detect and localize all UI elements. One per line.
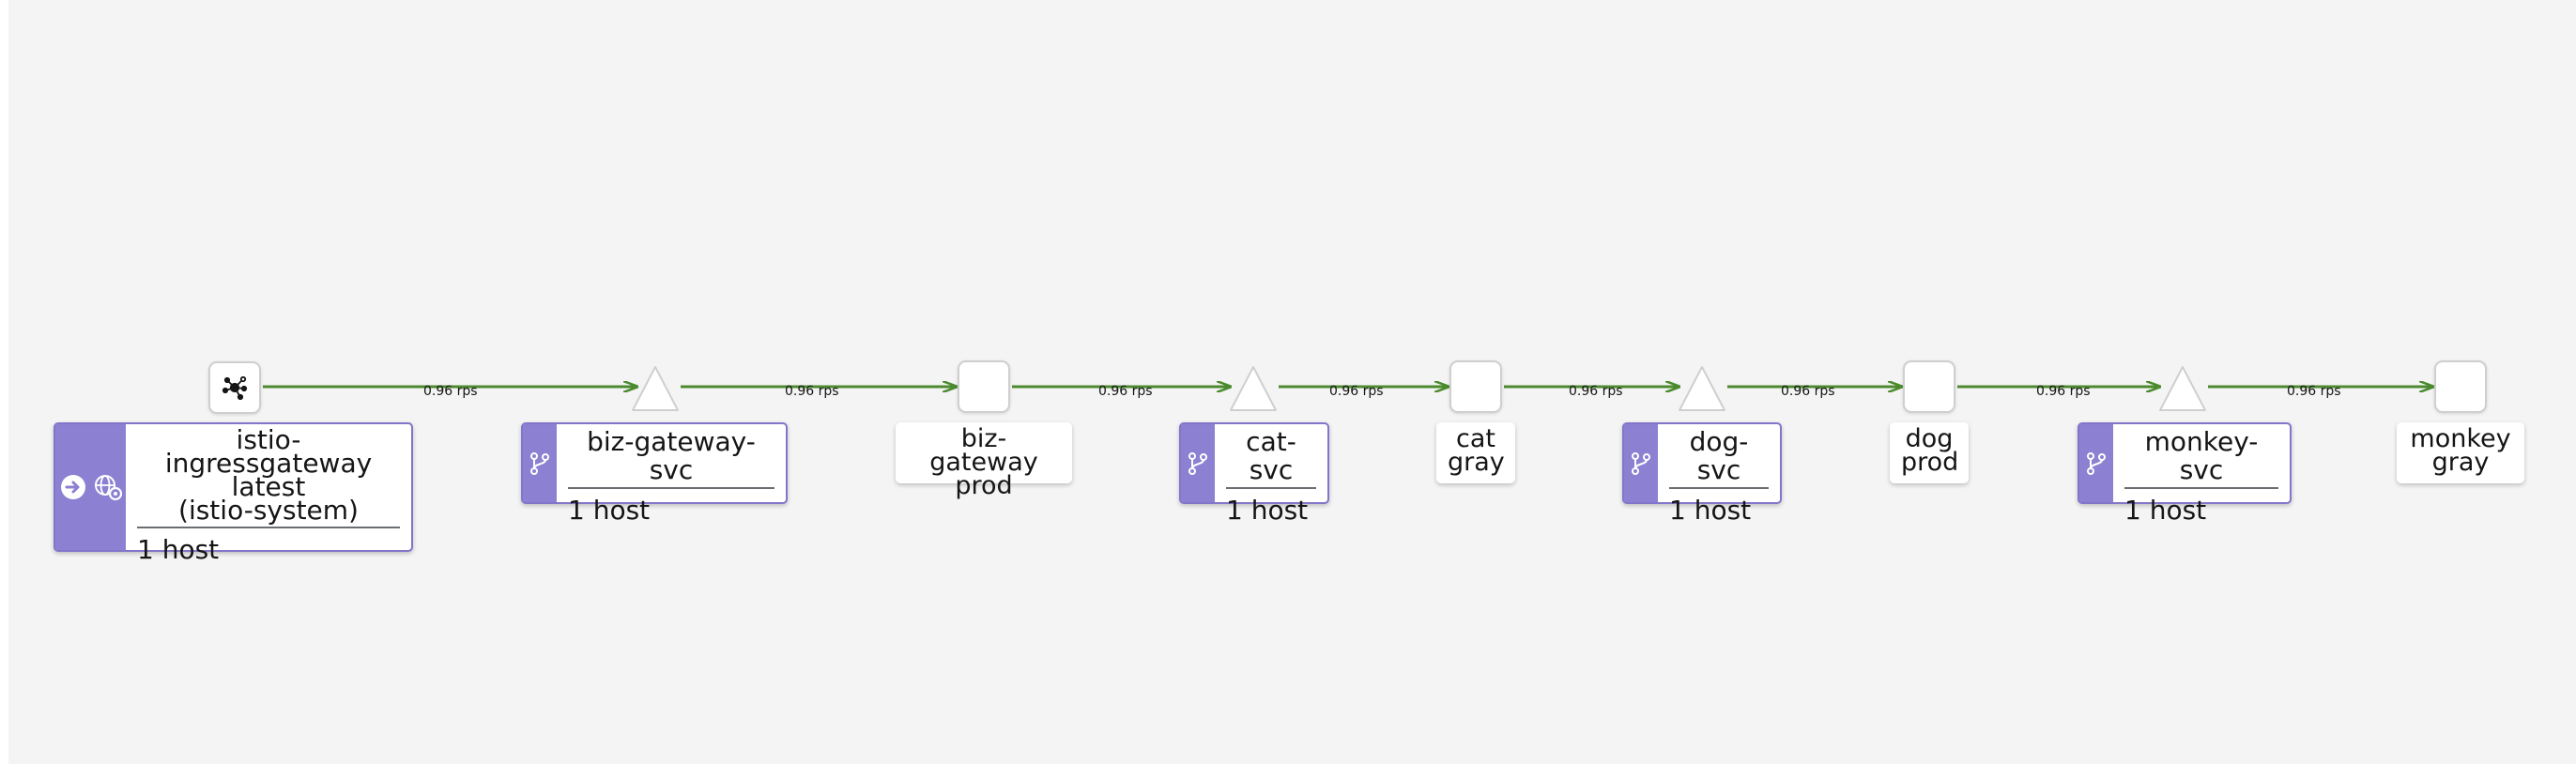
workload-label-dog[interactable]: dog prod [1890,422,1969,483]
service-badge [1624,424,1658,502]
service-label-dog[interactable]: dog-svc 1 host [1622,422,1782,526]
service-node-biz-gateway[interactable] [630,364,681,413]
code-branch-icon [1632,451,1650,475]
workload-node-dog[interactable] [1903,360,1955,413]
service-label-body: dog-svc 1 host [1658,424,1780,526]
service-badge [523,424,557,502]
gateway-label-badge [55,424,126,550]
service-label-body: monkey-svc 1 host [2113,424,2290,526]
left-panel-edge [0,0,8,764]
service-label-monkey[interactable]: monkey-svc 1 host [2078,422,2292,526]
workload-label-biz-gateway[interactable]: biz-gateway prod [896,422,1072,498]
service-name: biz-gateway-svc [568,428,774,489]
edge-label[interactable]: 0.96 rps [1329,384,1384,399]
workload-label-cat[interactable]: cat gray [1436,422,1515,483]
workload-app: cat [1456,424,1495,453]
edge-label[interactable]: 0.96 rps [2287,384,2341,399]
gateway-node[interactable] [208,361,261,414]
service-label-body: biz-gateway-svc 1 host [557,424,786,526]
workload-node-monkey[interactable] [2434,360,2487,413]
service-hosts: 1 host [568,495,651,526]
gateway-label-title: istio-ingressgateway latest (istio-syste… [137,424,400,528]
edge-label[interactable]: 0.96 rps [1569,384,1623,399]
workload-node-cat[interactable] [1449,360,1502,413]
code-branch-icon [1188,451,1207,475]
workload-label-monkey[interactable]: monkey gray [2397,422,2524,483]
workload-node-biz-gateway[interactable] [958,360,1010,413]
service-node-dog[interactable] [1677,364,1727,413]
edge-label[interactable]: 0.96 rps [2036,384,2091,399]
service-hosts: 1 host [1226,495,1309,526]
gateway-namespace: (istio-system) [178,495,359,526]
globe-gear-icon [94,475,122,501]
service-badge [1181,424,1215,502]
service-label-body: cat-svc 1 host [1215,424,1327,526]
service-hosts: 1 host [2124,495,2207,526]
service-node-cat[interactable] [1228,364,1279,413]
edge-label[interactable]: 0.96 rps [423,384,478,399]
code-branch-icon [530,451,549,475]
service-name: monkey-svc [2124,428,2278,489]
gateway-version: latest [231,471,306,502]
edge-label[interactable]: 0.96 rps [1781,384,1835,399]
service-name: dog-svc [1669,428,1769,489]
gateway-label-body: istio-ingressgateway latest (istio-syste… [126,424,411,565]
gateway-name: istio-ingressgateway [164,424,373,479]
gateway-node-icon [222,375,248,401]
gateway-hosts: 1 host [137,534,220,565]
edge-label[interactable]: 0.96 rps [1098,384,1153,399]
gateway-label[interactable]: istio-ingressgateway latest (istio-syste… [54,422,413,565]
workload-app: biz-gateway [929,424,1038,477]
service-hosts: 1 host [1669,495,1752,526]
service-node-monkey[interactable] [2157,364,2208,413]
arrow-right-circle-icon [60,475,85,499]
workload-version: gray [2431,448,2490,477]
workload-app: dog [1905,424,1954,453]
service-name: cat-svc [1226,428,1316,489]
code-branch-icon [2087,451,2106,475]
workload-version: gray [1448,448,1505,477]
workload-version: prod [1901,448,1959,477]
workload-version: prod [955,471,1013,500]
service-badge [2079,424,2113,502]
service-label-cat[interactable]: cat-svc 1 host [1179,422,1329,526]
workload-app: monkey [2410,424,2511,453]
service-label-biz-gateway[interactable]: biz-gateway-svc 1 host [521,422,788,526]
edge-label[interactable]: 0.96 rps [785,384,839,399]
